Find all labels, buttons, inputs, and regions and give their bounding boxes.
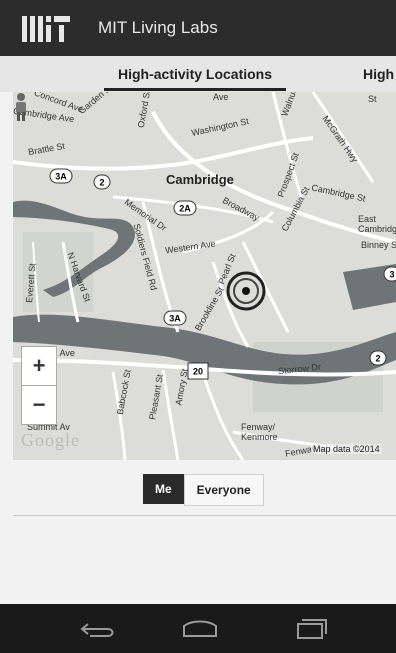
svg-text:20: 20 (193, 367, 203, 377)
route-shield-2-right: 2 (369, 350, 387, 366)
tab-high-partial[interactable]: High (363, 66, 395, 82)
map-label-ton-ave: ton Ave (45, 348, 75, 358)
map-label-summit-av: Summit Av (27, 422, 70, 432)
scope-toggle: Me Everyone (143, 474, 264, 506)
map-label-st: St (368, 94, 377, 104)
toggle-everyone-button[interactable]: Everyone (183, 474, 264, 506)
recent-apps-icon[interactable] (288, 616, 332, 642)
svg-text:3: 3 (389, 270, 394, 280)
route-shield-20: 20 (187, 362, 209, 380)
svg-text:2: 2 (375, 354, 380, 364)
route-shield-3a-mid: 3A (163, 310, 187, 326)
map-label-ave: Ave (213, 92, 229, 102)
system-nav-bar (0, 604, 396, 653)
svg-text:2: 2 (99, 178, 104, 188)
svg-text:2A: 2A (179, 204, 191, 214)
back-icon[interactable] (76, 616, 120, 642)
content-divider (13, 515, 396, 516)
route-shield-2a: 2A (173, 200, 197, 216)
map-label-east-cambridge: East Cambridge (358, 214, 396, 234)
map-label-fenway-kenmore: Fenway/ Kenmore (241, 422, 278, 442)
route-shield-3-right: 3 (383, 266, 396, 282)
map-view[interactable]: Cambridge Washington St Brattle St Conco… (13, 92, 396, 460)
home-icon[interactable] (178, 616, 222, 642)
toggle-me-button[interactable]: Me (143, 474, 184, 504)
map-label-binney-st: Binney St (361, 240, 396, 250)
app-title: MIT Living Labs (98, 18, 218, 37)
map-attribution[interactable]: Map data ©2014 (311, 444, 382, 454)
svg-text:3A: 3A (169, 314, 181, 324)
route-shield-2-top: 2 (93, 174, 111, 190)
tab-bar: High-activity Locations High (0, 56, 396, 92)
svg-text:3A: 3A (55, 172, 67, 182)
street-view-pegman-icon[interactable] (13, 92, 29, 122)
app-bar: MIT Living Labs (0, 0, 396, 56)
map-base (13, 92, 396, 460)
route-shield-3a-top: 3A (49, 168, 73, 184)
tab-high-activity-locations[interactable]: High-activity Locations (103, 66, 287, 91)
map-label-cambridge: Cambridge (166, 172, 234, 187)
mit-logo-icon (22, 16, 70, 42)
zoom-in-button[interactable]: + (21, 346, 57, 386)
google-logo: Google (21, 430, 80, 450)
zoom-out-button[interactable]: − (21, 385, 57, 425)
